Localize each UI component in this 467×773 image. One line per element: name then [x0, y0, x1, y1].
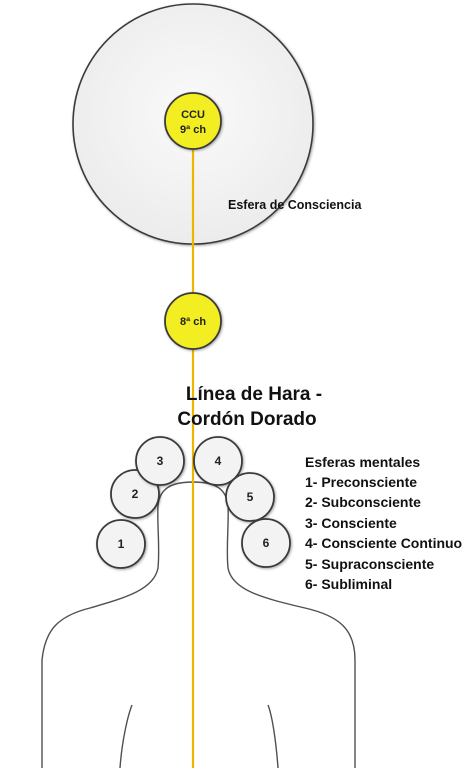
- legend-item-4: 4- Consciente Continuo: [305, 535, 462, 551]
- mental-sphere-3: 3: [135, 436, 185, 486]
- legend-item-3: 3- Consciente: [305, 515, 397, 531]
- ccu-chakra: CCU 9ª ch: [164, 92, 222, 150]
- chakra-8-label: 8ª ch: [180, 316, 206, 328]
- legend-item-5: 5- Supraconsciente: [305, 556, 434, 572]
- mental-sphere-1-number: 1: [118, 537, 125, 551]
- legend-item-2: 2- Subconsciente: [305, 494, 421, 510]
- ccu-label-line2: 9ª ch: [180, 124, 206, 136]
- chakra-8: 8ª ch: [164, 292, 222, 350]
- ccu-circle: [164, 92, 222, 150]
- ccu-label-line1: CCU: [181, 109, 205, 121]
- mental-sphere-3-circle: [135, 436, 185, 486]
- mental-sphere-6: 6: [241, 518, 291, 568]
- mental-sphere-1: 1: [96, 519, 146, 569]
- mental-spheres-legend: Esferas mentales 1- Preconsciente 2- Sub…: [305, 454, 462, 592]
- sphere-label: Esfera de Consciencia: [228, 198, 362, 212]
- mental-sphere-6-number: 6: [263, 536, 270, 550]
- mental-sphere-4: 4: [193, 436, 243, 486]
- legend-item-1: 1- Preconsciente: [305, 474, 417, 490]
- hara-title-line1: Línea de Hara -: [186, 384, 322, 405]
- mental-sphere-3-number: 3: [157, 454, 164, 468]
- legend-item-6: 6- Subliminal: [305, 576, 392, 592]
- human-silhouette: [41, 481, 356, 769]
- mental-sphere-5-circle: [225, 472, 275, 522]
- mental-sphere-5-number: 5: [247, 490, 254, 504]
- mental-sphere-1-circle: [96, 519, 146, 569]
- legend-title: Esferas mentales: [305, 454, 420, 470]
- mental-sphere-2-number: 2: [132, 487, 139, 501]
- hara-title-line2: Cordón Dorado: [177, 409, 316, 430]
- mental-sphere-6-circle: [241, 518, 291, 568]
- mental-sphere-4-circle: [193, 436, 243, 486]
- mental-sphere-5: 5: [225, 472, 275, 522]
- chakra-8-circle: [164, 292, 222, 350]
- mental-sphere-4-number: 4: [215, 454, 222, 468]
